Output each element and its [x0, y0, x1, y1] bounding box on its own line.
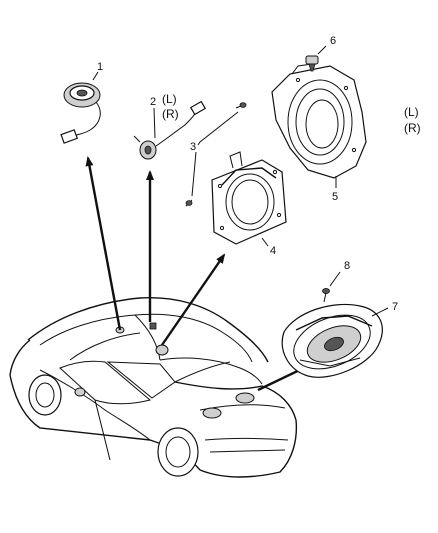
part-2-right-label: (R): [162, 107, 179, 121]
part-6-fastener-icon: [305, 55, 319, 72]
part-7-oval-speaker-icon: [281, 303, 383, 378]
part-4-speaker-bracket-icon: [211, 151, 287, 245]
pillar-speaker-location: [155, 344, 169, 356]
rear-deck-speaker-left: [202, 407, 222, 419]
callout-2: 2: [150, 96, 156, 108]
part-1-tweeter-icon: [60, 82, 101, 144]
callout-5: 5: [332, 191, 338, 203]
part-5-speaker-housing-icon: [271, 63, 367, 179]
car-body: [9, 297, 298, 478]
callout-1: 1: [97, 61, 103, 73]
door-speaker-location: [74, 387, 86, 397]
part-2-tweeter-icon: [133, 100, 207, 160]
part-3-screw-icon: [185, 102, 247, 207]
callout-7: 7: [392, 301, 398, 313]
arrow-to-part-1: [85, 156, 122, 331]
part-8-screw-icon: [322, 287, 330, 303]
callout-8: 8: [344, 260, 350, 272]
part-5-right-label: (R): [404, 121, 421, 135]
rear-deck-speaker-right: [235, 392, 255, 404]
callout-4: 4: [270, 245, 276, 257]
part-2-left-label: (L): [162, 92, 177, 106]
arrow-to-part-4: [161, 253, 226, 346]
callout-6: 6: [330, 35, 336, 47]
part-5-left-label: (L): [404, 105, 419, 119]
callout-3: 3: [190, 141, 196, 153]
